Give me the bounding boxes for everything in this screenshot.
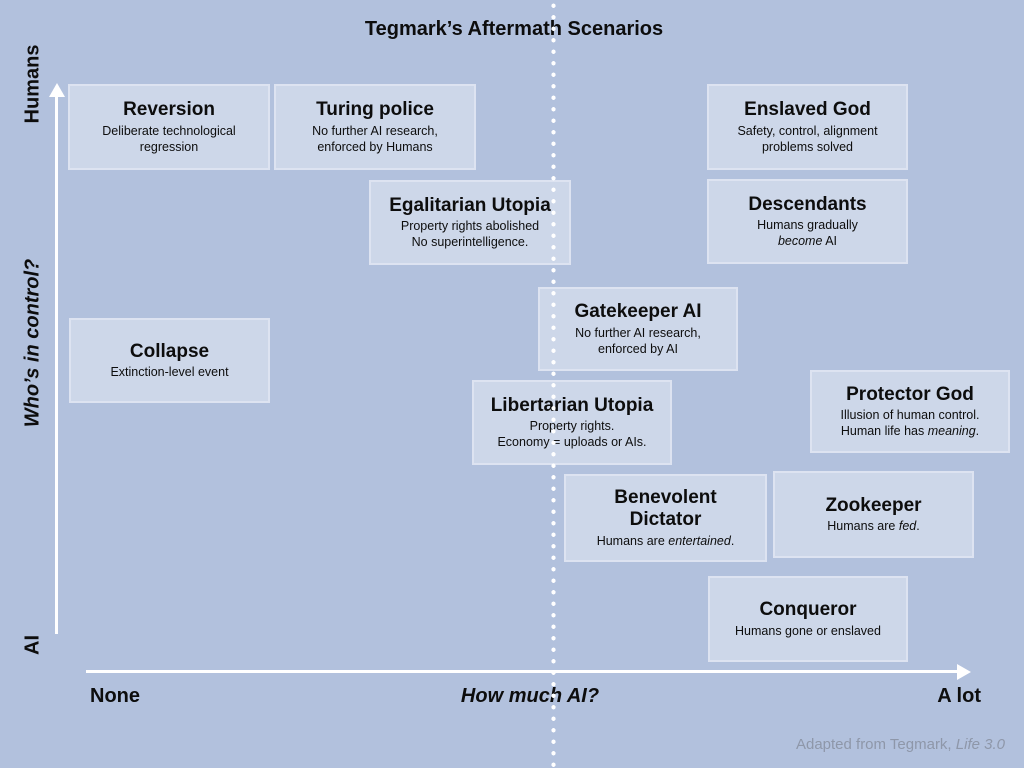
x-axis-arrow-right-icon [957,664,971,680]
x-axis-label-none: None [90,685,140,707]
diagram-title: Tegmark’s Aftermath Scenarios [364,18,664,40]
y-axis-line [55,96,58,634]
scenario-description: Humans are fed. [827,519,920,534]
scenario-box-libertarian-utopia: Libertarian Utopia Property rights.Econo… [472,380,672,465]
x-axis-title: How much AI? [460,685,600,707]
scenario-description: Humans gone or enslaved [735,623,881,638]
scenario-title: Conqueror [759,599,857,621]
x-axis-line [86,670,958,673]
y-axis-label-ai: AI [21,635,44,655]
scenario-title: Enslaved God [744,99,871,121]
scenario-box-egalitarian-utopia: Egalitarian Utopia Property rights aboli… [369,180,571,265]
scenario-title: Turing police [316,99,434,121]
scenario-title: Reversion [123,99,215,121]
scenario-box-conqueror: Conqueror Humans gone or enslaved [708,576,908,662]
scenario-box-collapse: Collapse Extinction-level event [69,318,270,403]
scenario-title: Collapse [129,340,210,362]
y-axis-arrow-up-icon [49,83,65,97]
y-axis-title: Who’s in control? [21,258,44,428]
attribution-text: Adapted from Tegmark, Life 3.0 [796,736,1005,753]
scenario-box-gatekeeper-ai: Gatekeeper AI No further AI research,enf… [538,287,738,371]
scenario-box-zookeeper: Zookeeper Humans are fed. [773,471,974,558]
attribution-prefix: Adapted from Tegmark, [795,736,956,753]
scenario-title: Libertarian Utopia [490,394,654,416]
scenario-box-protector-god: Protector God Illusion of human control.… [810,370,1010,453]
scenario-description: Illusion of human control.Human life has… [840,408,980,439]
x-axis-label-a-lot: A lot [937,685,981,707]
attribution-work-title: Life 3.0 [955,736,1005,753]
scenario-description: Extinction-level event [110,365,229,380]
scenario-description: No further AI research,enforced by AI [575,325,701,356]
scenario-title: Protector God [846,383,974,405]
scenario-description: Property rights.Economy = uploads or AIs… [497,419,647,450]
scenario-title: Gatekeeper AI [574,301,702,323]
y-axis-label-humans: Humans [21,44,44,124]
scenario-description: Humans are entertained. [596,533,735,548]
scenario-description: No further AI research,enforced by Human… [312,123,438,154]
scenario-title: Zookeeper [825,494,922,516]
scenario-title: Egalitarian Utopia [389,194,551,216]
scenario-title: Descendants [748,193,867,215]
scenario-box-turing-police: Turing police No further AI research,enf… [274,84,476,170]
